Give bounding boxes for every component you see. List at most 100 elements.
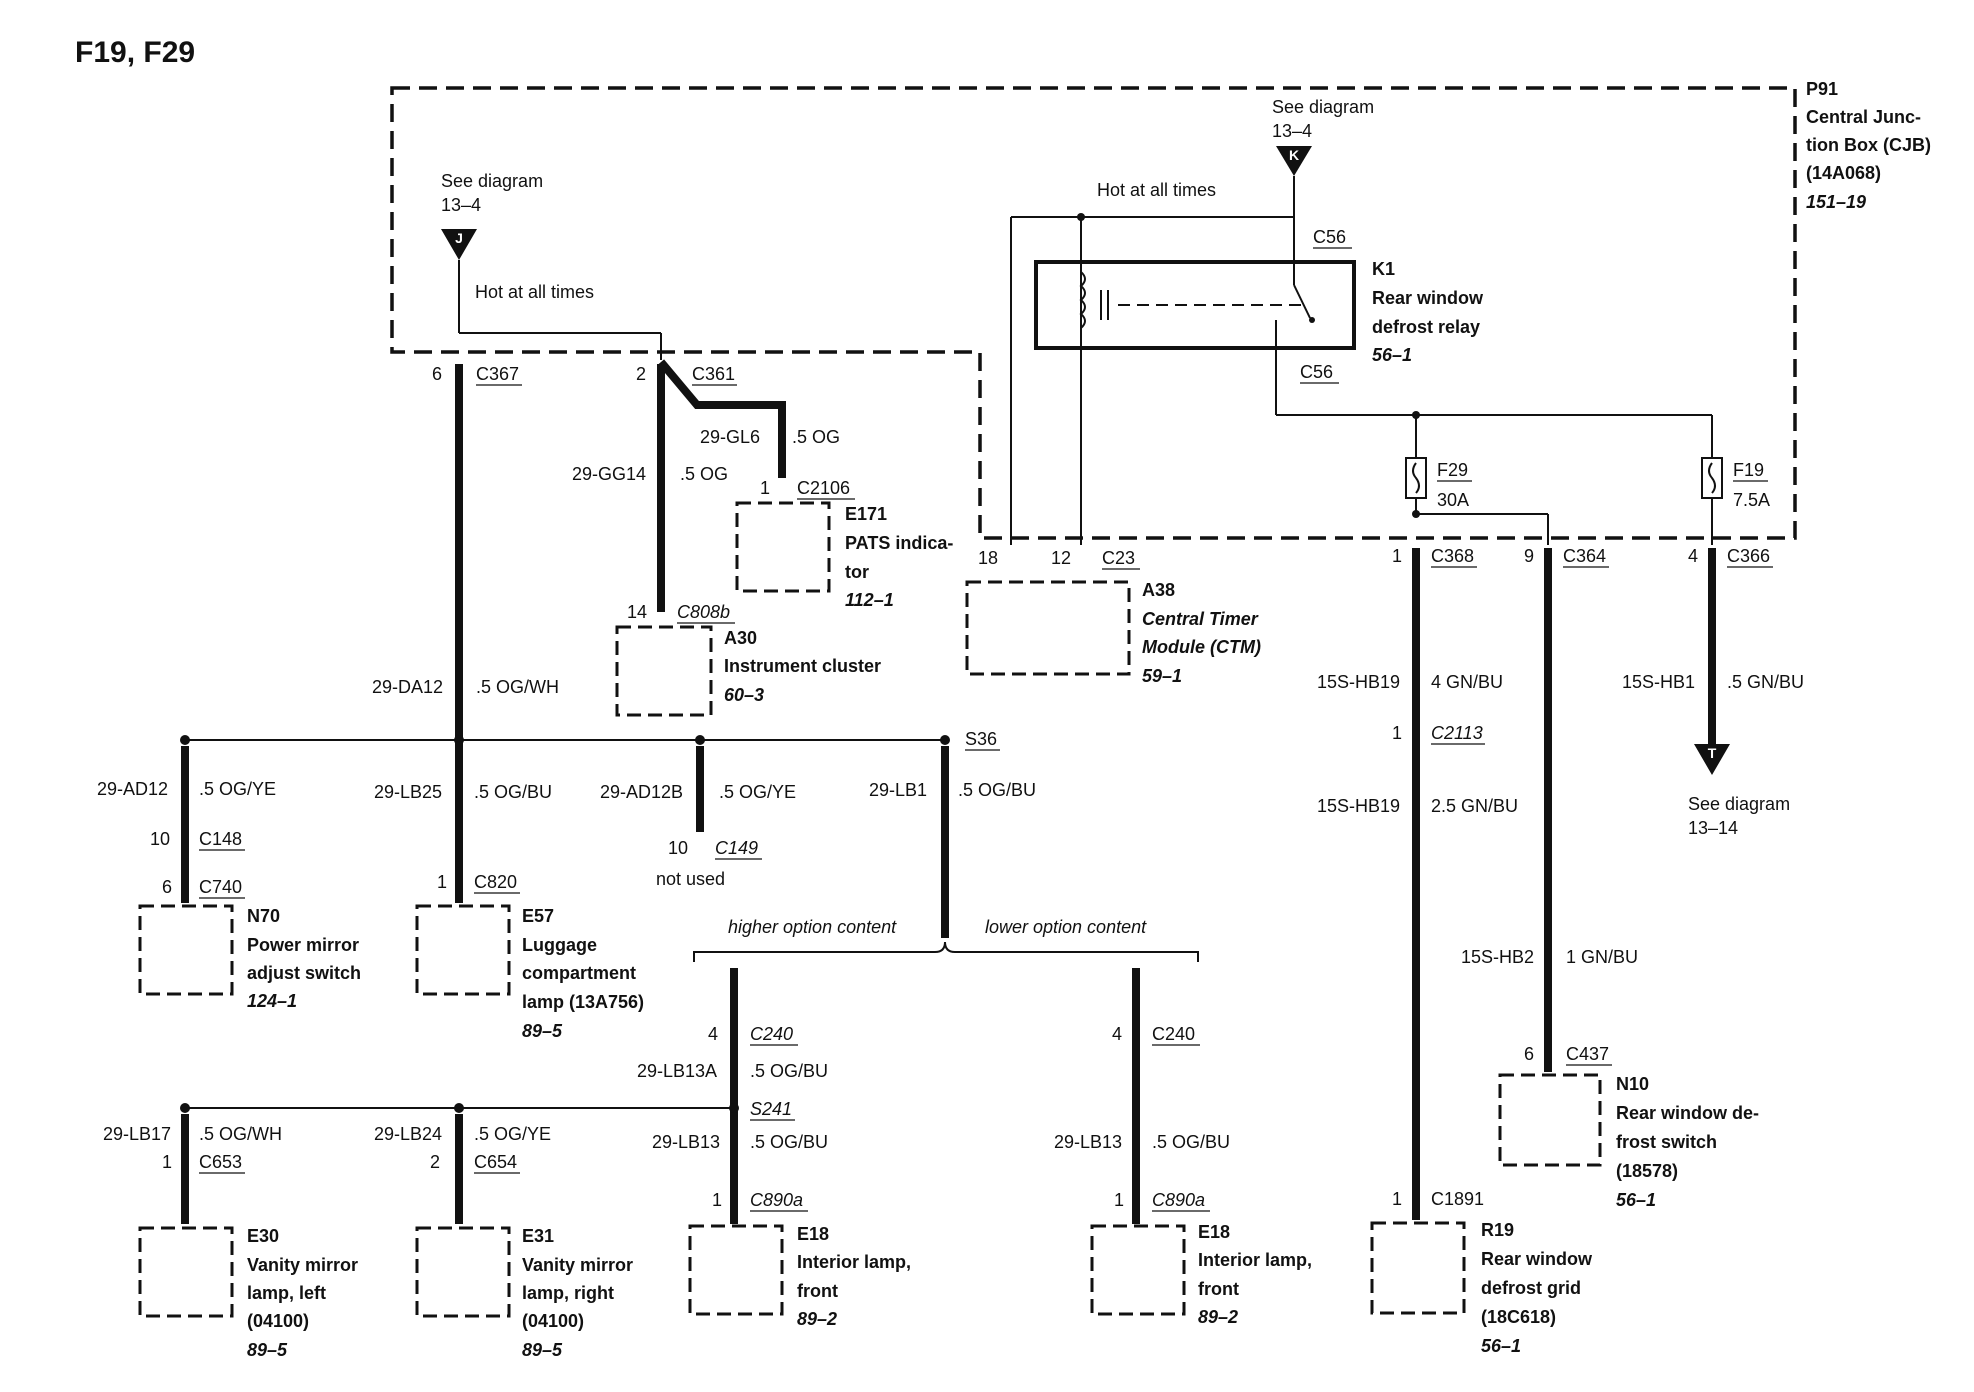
ref-k-letter: K [1289,147,1299,163]
e30-box [138,1226,234,1318]
a38-line2: Module (CTM) [1142,637,1261,657]
c368-pin: 1 [1392,546,1402,566]
relay-ref: 56–1 [1372,345,1412,365]
hot-label-right: Hot at all times [1097,180,1216,200]
e171-line2: tor [845,562,869,582]
c366-conn: C366 [1727,546,1770,566]
wire-lb13a-spec: .5 OG/BU [750,1061,828,1081]
wire-hb19a-code: 15S-HB19 [1317,672,1400,692]
relay-body [1034,260,1356,350]
e57-line2: compartment [522,963,636,983]
relay-name-1: Rear window [1372,288,1484,308]
n10-line3: (18578) [1616,1161,1678,1181]
c1891-conn: C1891 [1431,1189,1484,1209]
cjb-name-1: Central Junc- [1806,107,1921,127]
c2106-conn: C2106 [797,478,850,498]
relay-id: K1 [1372,259,1395,279]
wire-lb13a-code: 29-LB13A [637,1061,717,1081]
e57-line3: lamp (13A756) [522,992,644,1012]
wire-ad12-code: 29-AD12 [97,779,168,799]
e31-ref: 89–5 [522,1340,563,1360]
c148-pin: 10 [150,829,170,849]
wire-hb19a-spec: 4 GN/BU [1431,672,1503,692]
a30-ref: 60–3 [724,685,764,705]
c240a-pin: 4 [708,1024,718,1044]
wire-hb1-code: 15S-HB1 [1622,672,1695,692]
c2106-pin: 1 [760,478,770,498]
n10-ref: 56–1 [1616,1190,1656,1210]
wire-gl6-spec: .5 OG [792,427,840,447]
e31-id: E31 [522,1226,554,1246]
wire-gg14-code: 29-GG14 [572,464,646,484]
c654-conn: C654 [474,1152,517,1172]
e30-line2: lamp, left [247,1283,326,1303]
wire-lb13-right-spec: .5 OG/BU [1152,1132,1230,1152]
e18a-box [688,1224,784,1316]
c364-conn: C364 [1563,546,1606,566]
c23-pin-b: 12 [1051,548,1071,568]
e30-line3: (04100) [247,1311,309,1331]
see-diagram-k: See diagram 13–4 K [1272,97,1374,176]
e171-box [735,501,831,593]
c361-conn: C361 [692,364,735,384]
e18b-box [1090,1224,1186,1316]
n70-line2: adjust switch [247,963,361,983]
c653-pin: 1 [162,1152,172,1172]
n10-line1: Rear window de- [1616,1103,1759,1123]
n10-box [1498,1073,1602,1167]
c740-conn: C740 [199,877,242,897]
ref-t-line1: See diagram [1688,794,1790,814]
e57-line1: Luggage [522,935,597,955]
wire-hb2-code: 15S-HB2 [1461,947,1534,967]
c654-pin: 2 [430,1152,440,1172]
wire-hb1-spec: .5 GN/BU [1727,672,1804,692]
c2113-pin: 1 [1392,723,1402,743]
a38-id: A38 [1142,580,1175,600]
e30-line1: Vanity mirror [247,1255,358,1275]
e31-line2: lamp, right [522,1283,614,1303]
c820-conn: C820 [474,872,517,892]
wire-lb25-spec: .5 OG/BU [474,782,552,802]
r19-line3: (18C618) [1481,1307,1556,1327]
ref-k-line1: See diagram [1272,97,1374,117]
c890a-a-pin: 1 [712,1190,722,1210]
c149-conn: C149 [715,838,758,858]
wire-lb13-left-code: 29-LB13 [652,1132,720,1152]
c890a-a-conn: C890a [750,1190,803,1210]
fuse-f19-rating: 7.5A [1733,490,1770,510]
wire-da12-code: 29-DA12 [372,677,443,697]
wire-lb1-spec: .5 OG/BU [958,780,1036,800]
wire-ad12-spec: .5 OG/YE [199,779,276,799]
c367-pin: 6 [432,364,442,384]
wire-lb24-code: 29-LB24 [374,1124,442,1144]
c890a-b-pin: 1 [1114,1190,1124,1210]
ref-j-line2: 13–4 [441,195,481,215]
n70-id: N70 [247,906,280,926]
wire-lb25-code: 29-LB25 [374,782,442,802]
wire-gg14-spec: .5 OG [680,464,728,484]
cjb-id: P91 [1806,79,1838,99]
a38-box [965,580,1131,676]
a30-line1: Instrument cluster [724,656,881,676]
wire-hb19b-code: 15S-HB19 [1317,796,1400,816]
e30-ref: 89–5 [247,1340,288,1360]
ref-t-line2: 13–14 [1688,818,1738,838]
cjb-outline [390,86,1797,540]
e57-id: E57 [522,906,554,926]
wire-lb17-code: 29-LB17 [103,1124,171,1144]
wire-gl6-code: 29-GL6 [700,427,760,447]
c2113-conn: C2113 [1431,723,1483,743]
higher-option-label: higher option content [728,917,897,937]
c740-pin: 6 [162,877,172,897]
a30-box [615,625,713,717]
r19-ref: 56–1 [1481,1336,1521,1356]
n70-line1: Power mirror [247,935,359,955]
e171-line1: PATS indica- [845,533,953,553]
c808b-conn: C808b [677,602,730,622]
wire-lb13-left-spec: .5 OG/BU [750,1132,828,1152]
a38-ref: 59–1 [1142,666,1182,686]
relay-conn-top: C56 [1313,227,1346,247]
e57-ref: 89–5 [522,1021,563,1041]
e171-id: E171 [845,504,887,524]
